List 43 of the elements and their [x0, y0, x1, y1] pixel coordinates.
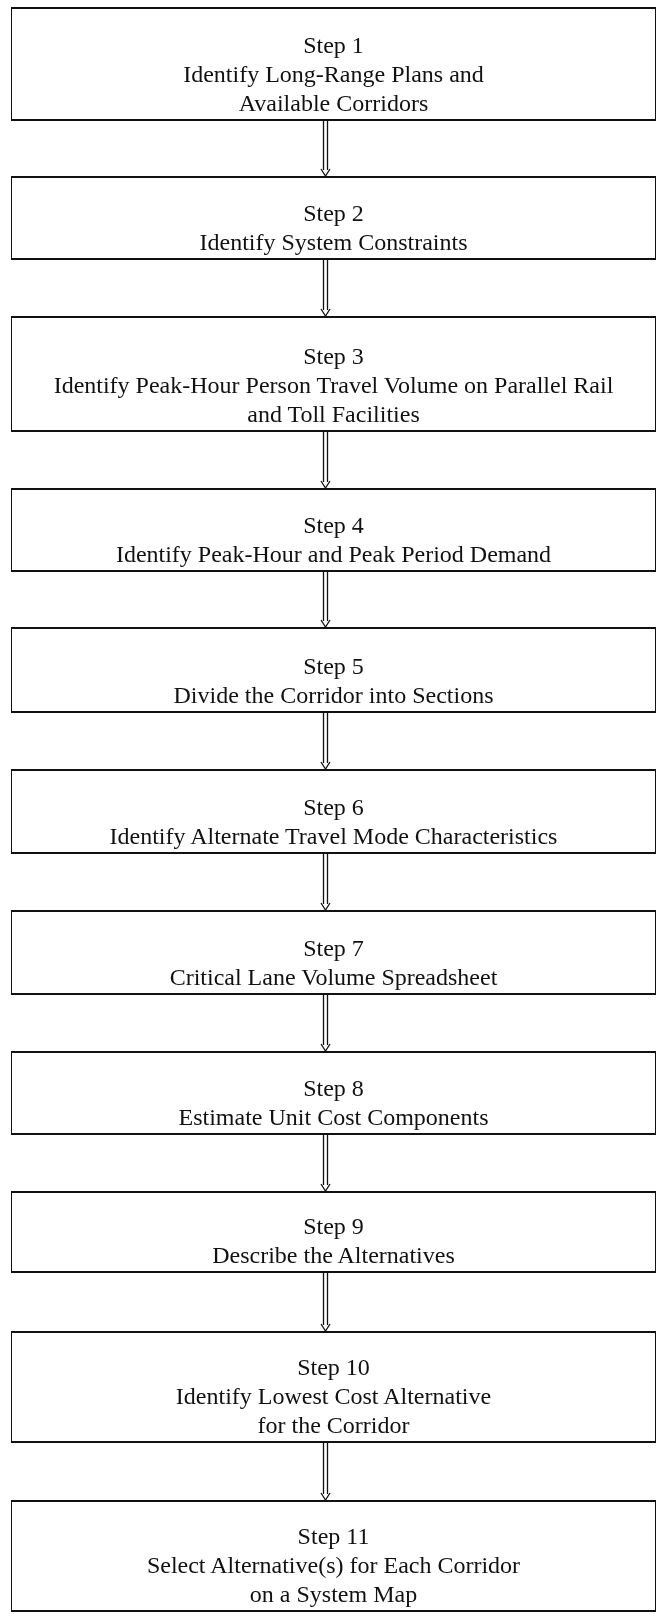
step-heading: Step 9: [303, 1212, 364, 1241]
step-description: Identify Lowest Cost Alternative for the Corridor: [174, 1382, 493, 1440]
step-heading: Step 10: [297, 1353, 370, 1382]
process-box: [11, 910, 656, 995]
double-arrow: [320, 1134, 331, 1193]
step-description: Identify Peak-Hour Person Travel Volume on Parallel Rail and Toll Facilities: [52, 371, 615, 429]
step-heading: Step 1: [303, 31, 364, 60]
process-box: [11, 176, 656, 260]
double-arrow: [320, 853, 331, 912]
step-description: Critical Lane Volume Spreadsheet: [169, 963, 498, 992]
double-arrow: [320, 259, 331, 318]
step-heading: Step 8: [303, 1074, 364, 1103]
process-box: [11, 627, 656, 713]
step-heading: Step 7: [303, 934, 364, 963]
process-box: [11, 7, 656, 121]
double-arrow: [320, 712, 331, 771]
step-description: Estimate Unit Cost Components: [178, 1103, 489, 1132]
process-box: [11, 316, 656, 432]
double-arrow: [320, 431, 331, 490]
double-arrow: [320, 120, 331, 178]
process-box: [11, 1331, 656, 1443]
step-description: Identify Alternate Travel Mode Characteristics: [109, 822, 558, 851]
step-description: Identify System Constraints: [199, 228, 468, 257]
process-box: [11, 488, 656, 572]
step-heading: Step 5: [303, 652, 364, 681]
step-heading: Step 4: [303, 511, 364, 540]
step-description: Describe the Alternatives: [212, 1241, 455, 1270]
process-box: [11, 1051, 656, 1135]
step-heading: Step 11: [297, 1522, 370, 1551]
double-arrow: [320, 994, 331, 1053]
process-box: [11, 1191, 656, 1273]
double-arrow: [320, 571, 331, 629]
process-box: [11, 1500, 656, 1612]
step-description: Identify Long-Range Plans and Available Corridors: [182, 60, 485, 118]
process-box: [11, 769, 656, 854]
step-heading: Step 6: [303, 793, 364, 822]
step-heading: Step 3: [303, 342, 364, 371]
step-description: Identify Peak-Hour and Peak Period Demand: [115, 540, 552, 569]
step-heading: Step 2: [303, 199, 364, 228]
double-arrow: [320, 1272, 331, 1333]
double-arrow: [320, 1442, 331, 1502]
step-description: Divide the Corridor into Sections: [173, 681, 494, 710]
step-description: Select Alternative(s) for Each Corridor on a System Map: [145, 1551, 522, 1609]
